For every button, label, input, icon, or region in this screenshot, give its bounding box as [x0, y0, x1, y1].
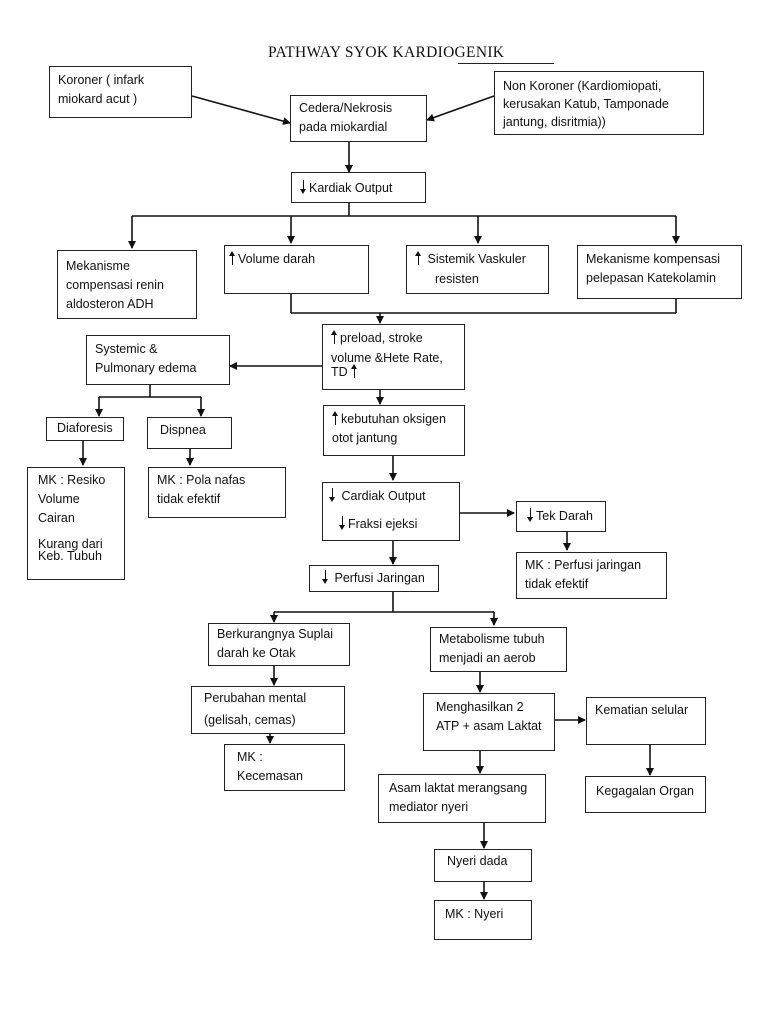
preload-label-3: TD	[331, 365, 348, 379]
mk-kecemasan-label: MK : Kecemasan	[237, 750, 304, 783]
oksigen-label-1: kebutuhan oksigen	[341, 412, 446, 426]
vaskuler-label-1: Sistemik Vaskuler	[427, 252, 526, 266]
box-suplai: Berkurangnya Suplai darah ke Otak	[208, 623, 350, 666]
arrow-up-icon	[331, 330, 337, 344]
koroner-label: Koroner ( infark miokard acut )	[58, 73, 145, 106]
arrow-up-icon	[229, 251, 235, 265]
arrow-down-icon	[322, 570, 328, 584]
mk-perfusi-label: MK : Perfusi jaringan tidak efektif	[525, 558, 642, 591]
box-perfusi: Perfusi Jaringan	[309, 565, 439, 592]
arrow-down-icon	[300, 180, 306, 194]
mk-nyeri-label: MK : Nyeri	[445, 907, 504, 921]
box-mk-kecemasan: MK : Kecemasan	[224, 744, 345, 791]
box-renin: Mekanisme compensasi renin aldosteron AD…	[57, 250, 197, 319]
mk-cairan-label-2: Kurang dari	[38, 537, 103, 551]
laktat-label: Asam laktat merangsang mediator nyeri	[389, 781, 528, 814]
fraksi-label: Fraksi ejeksi	[348, 517, 418, 531]
box-dispnea: Dispnea	[147, 417, 232, 449]
box-diaforesis: Diaforesis	[46, 417, 124, 441]
oksigen-label-2: otot jantung	[332, 431, 398, 445]
vaskuler-label-2: resisten	[435, 272, 479, 286]
box-katekolamin: Mekanisme kompensasi pelepasan Katekolam…	[577, 245, 742, 299]
box-cedera: Cedera/Nekrosis pada miokardial	[290, 95, 427, 142]
box-kegagalan: Kegagalan Organ	[585, 776, 706, 813]
volume-darah-label: Volume darah	[238, 252, 316, 266]
box-cardiac-output: Cardiak Output Fraksi ejeksi	[322, 482, 460, 541]
kegagalan-label: Kegagalan Organ	[596, 784, 694, 798]
cardiac-output-label: Cardiak Output	[341, 489, 426, 503]
non-koroner-label: Non Koroner (Kardiomiopati, kerusakan Ka…	[503, 79, 669, 129]
box-tek-darah: Tek Darah	[516, 501, 606, 532]
mk-cairan-label-1: MK : Resiko Volume Cairan	[38, 473, 106, 525]
preload-label-2: volume &Hete Rate,	[331, 351, 443, 365]
connector-nonkoroner-cedera	[426, 95, 495, 122]
box-mental: Perubahan mental (gelisah, cemas)	[191, 686, 345, 734]
kematian-label: Kematian selular	[595, 703, 689, 717]
box-volume-darah: Volume darah	[224, 245, 369, 294]
title-underline	[458, 63, 554, 64]
suplai-label: Berkurangnya Suplai darah ke Otak	[217, 627, 334, 660]
arrow-down-icon	[329, 488, 335, 502]
edema-label: Systemic & Pulmonary edema	[95, 342, 197, 375]
mental-label-1: Perubahan mental	[204, 691, 307, 705]
connector-koroner-cedera	[191, 95, 291, 125]
arrow-up-icon	[332, 411, 338, 425]
perfusi-label: Perfusi Jaringan	[334, 571, 425, 585]
box-non-koroner: Non Koroner (Kardiomiopati, kerusakan Ka…	[494, 71, 704, 135]
mk-nafas-label: MK : Pola nafas tidak efektif	[157, 473, 246, 506]
arrow-down-icon	[339, 516, 345, 530]
dispnea-label: Dispnea	[160, 423, 206, 437]
tek-darah-label: Tek Darah	[536, 509, 593, 523]
arrow-down-icon	[527, 508, 533, 522]
box-mk-nafas: MK : Pola nafas tidak efektif	[148, 467, 286, 518]
box-laktat: Asam laktat merangsang mediator nyeri	[378, 774, 546, 823]
box-oksigen: kebutuhan oksigen otot jantung	[323, 405, 465, 456]
diaforesis-label: Diaforesis	[57, 421, 113, 435]
kardiak-output-label: Kardiak Output	[309, 181, 393, 195]
box-atp: Menghasilkan 2 ATP + asam Laktat	[423, 693, 555, 751]
renin-label: Mekanisme compensasi renin aldosteron AD…	[66, 259, 164, 311]
box-metabolisme: Metabolisme tubuh menjadi an aerob	[430, 627, 567, 672]
box-mk-cairan: MK : Resiko Volume Cairan Kurang dari Ke…	[27, 467, 125, 580]
nyeri-dada-label: Nyeri dada	[447, 854, 508, 868]
box-kematian: Kematian selular	[586, 697, 706, 745]
box-mk-nyeri: MK : Nyeri	[434, 900, 532, 940]
cedera-label: Cedera/Nekrosis pada miokardial	[299, 101, 393, 134]
box-nyeri-dada: Nyeri dada	[434, 849, 532, 882]
mk-cairan-label-3: Keb. Tubuh	[38, 549, 102, 563]
katekolamin-label: Mekanisme kompensasi pelepasan Katekolam…	[586, 252, 721, 285]
box-preload: preload, stroke volume &Hete Rate, TD	[322, 324, 465, 390]
box-vaskuler: Sistemik Vaskuler resisten	[406, 245, 549, 294]
page-title: PATHWAY SYOK KARDIOGENIK	[268, 44, 505, 61]
preload-label-1: preload, stroke	[340, 331, 423, 345]
box-mk-perfusi: MK : Perfusi jaringan tidak efektif	[516, 552, 667, 599]
box-edema: Systemic & Pulmonary edema	[86, 335, 230, 385]
arrow-up-icon	[351, 364, 358, 378]
atp-label: Menghasilkan 2 ATP + asam Laktat	[436, 700, 542, 733]
box-kardiak-output: Kardiak Output	[291, 172, 426, 203]
metabolisme-label: Metabolisme tubuh menjadi an aerob	[439, 632, 545, 665]
arrow-up-icon	[415, 251, 421, 265]
mental-label-2: (gelisah, cemas)	[204, 713, 296, 727]
box-koroner: Koroner ( infark miokard acut )	[49, 66, 192, 118]
